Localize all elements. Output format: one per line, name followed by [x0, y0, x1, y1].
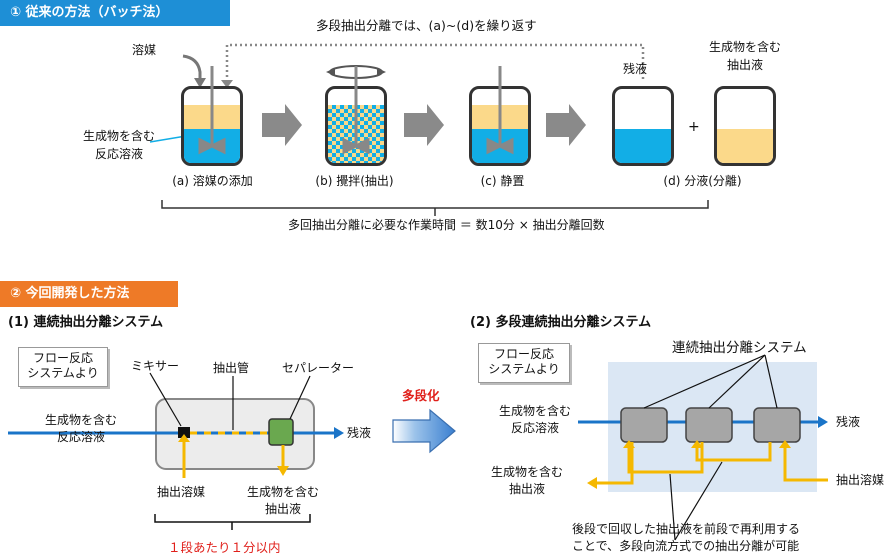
multistage-arrow	[392, 408, 456, 454]
flow-source-text-3: フロー反応	[493, 347, 554, 361]
mixer-label: ミキサー	[131, 359, 180, 373]
residual-label-2: 残液	[347, 426, 372, 440]
solvent-arrow	[182, 54, 202, 82]
stage-time-note: １段あたり１分以内	[168, 540, 281, 555]
sub2-title: (2) 多段連続抽出分離システム	[470, 315, 652, 330]
step-b-label: (b) 攪拌(抽出)	[315, 174, 394, 188]
vessel-b	[325, 86, 387, 166]
reaction-pointer	[149, 135, 187, 143]
extraction-unit-1	[620, 407, 668, 443]
flow-source-callout-2: フロー反応 システムより	[478, 343, 570, 383]
plus-sign: +	[688, 119, 700, 135]
multistage-label: 多段化	[402, 388, 440, 403]
sub1-title: (1) 連続抽出分離システム	[8, 315, 164, 330]
separator-block	[268, 418, 294, 446]
extract-label-2: 抽出液	[726, 58, 763, 72]
residual-label-3: 残液	[836, 415, 861, 429]
step-arrow-1	[262, 104, 302, 146]
step-arrow-2	[404, 104, 444, 146]
repeat-loop-line	[225, 43, 645, 82]
countercurrent-lines	[595, 442, 828, 485]
section2-banner: ② 今回開発した方法	[0, 281, 178, 307]
flow-source-text-2: システムより	[27, 366, 99, 380]
vessel-d-extract	[714, 86, 776, 166]
product-solution-label-4: 反応溶液	[510, 421, 559, 435]
separator-label: セパレーター	[282, 361, 355, 375]
extract-out-label-4: 抽出液	[508, 482, 545, 496]
repeat-loop-arrowhead	[221, 80, 233, 88]
flow-source-callout-1: フロー反応 システムより	[18, 347, 108, 387]
stirrers	[198, 66, 514, 155]
product-label-1: 生成物を含む	[82, 129, 155, 143]
solvent-label: 溶媒	[132, 43, 157, 57]
product-label-2: 反応溶液	[94, 147, 143, 161]
extract-label-1: 生成物を含む	[708, 40, 781, 54]
flow-source-text-1: フロー反応	[32, 351, 93, 365]
section1-graphics	[149, 43, 709, 216]
residual-label: 残液	[623, 62, 648, 76]
section2-graphics	[8, 354, 828, 541]
reuse-note-1: 後段で回収した抽出液を前段で再利用する	[572, 522, 801, 536]
extract-solvent-label-2: 抽出溶媒	[836, 473, 885, 487]
section1-banner: ① 従来の方法（バッチ法）	[0, 0, 230, 26]
step-arrow-3	[546, 104, 586, 146]
mixer-block	[178, 427, 190, 438]
extraction-unit-2	[685, 407, 733, 443]
steps-bracket	[161, 200, 709, 209]
tube-label: 抽出管	[213, 361, 250, 375]
reuse-note-2: ことで、多段向流方式での抽出分離が可能	[572, 539, 800, 553]
time-note: 多回抽出分離に必要な作業時間 ＝ 数10分 × 抽出分離回数	[288, 218, 605, 232]
vessel-d-residual	[612, 86, 674, 166]
extract-out-label-2: 抽出液	[264, 502, 301, 516]
extract-out-label-1: 生成物を含む	[246, 485, 319, 499]
product-solution-label-3: 生成物を含む	[498, 404, 571, 418]
extract-solvent-label: 抽出溶媒	[157, 485, 206, 499]
extract-out-label-3: 生成物を含む	[490, 465, 563, 479]
product-solution-label-2: 反応溶液	[56, 430, 105, 444]
repeat-note: 多段抽出分離では、(a)~(d)を繰り返す	[316, 18, 537, 33]
step-c-label: (c) 静置	[480, 174, 525, 188]
extraction-unit-3	[753, 407, 801, 443]
flow-source-text-4: システムより	[488, 362, 560, 376]
system-label: 連続抽出分離システム	[672, 340, 807, 356]
product-solution-label-1: 生成物を含む	[44, 413, 117, 427]
residual-flow-arrow-2	[818, 416, 828, 428]
step-a-label: (a) 溶媒の添加	[172, 174, 253, 188]
step-d-label: (d) 分液(分離)	[663, 174, 742, 188]
